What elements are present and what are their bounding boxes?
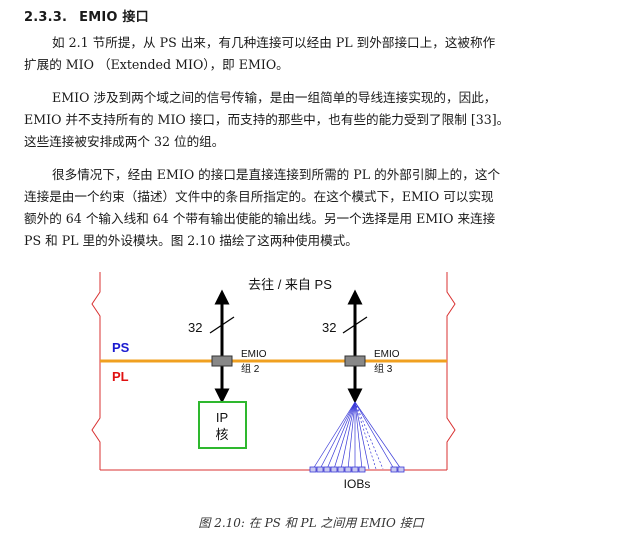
iobs-label: IOBs [344, 477, 371, 491]
emio-group-3-bus [342, 289, 368, 404]
paragraph-line: 扩展的 MIO （Extended MIO），即 EMIO。 [24, 57, 289, 72]
paragraph-2: EMIO 涉及到两个域之间的信号传输，是由一组简单的导线连接实现的，因此， EM… [24, 87, 602, 153]
paragraph-line: EMIO 并不支持所有的 MIO 接口，而支持的那些中，也有些的能力受到了限制 … [24, 112, 510, 127]
bus-width-left: 32 [188, 320, 202, 335]
emio-label-right: EMIO [374, 349, 400, 360]
ip-core-box [198, 401, 247, 449]
paragraph-line: 如 2.1 节所提，从 PS 出来，有几种连接可以经由 PL 到外部接口上，这被… [52, 35, 496, 50]
paragraph-line: 这些连接被安排成两个 32 位的组。 [24, 134, 225, 149]
bus-width-right: 32 [322, 320, 336, 335]
paragraph-3: 很多情况下，经由 EMIO 的接口是直接连接到所需的 PL 的外部引脚上的，这个… [24, 164, 602, 252]
figure-caption: 图 2.10: 在 PS 和 PL 之间用 EMIO 接口 [198, 516, 424, 530]
iob-fanout [312, 401, 402, 470]
section-heading: 2.3.3. EMIO 接口 [24, 6, 161, 25]
emio-group-2-bus [209, 289, 235, 404]
pl-label: PL [112, 369, 129, 384]
ip-core-label: IP [216, 410, 228, 425]
top-label: 去往 / 来自 PS [248, 277, 332, 292]
paragraph-line: 连接是由一个约束（描述）文件中的条目所指定的。在这个模式下，EMIO 可以实现 [24, 189, 494, 204]
section-title: EMIO 接口 [79, 10, 149, 25]
ip-core-label-2: 核 [215, 427, 228, 442]
group-3-label: 组 3 [374, 362, 393, 375]
diagram-frame [91, 272, 456, 471]
paragraph-line: EMIO 涉及到两个域之间的信号传输，是由一组简单的导线连接实现的，因此， [52, 90, 497, 105]
paragraph-line: 很多情况下，经由 EMIO 的接口是直接连接到所需的 PL 的外部引脚上的，这个 [52, 167, 501, 182]
paragraph-1: 如 2.1 节所提，从 PS 出来，有几种连接可以经由 PL 到外部接口上，这被… [24, 32, 602, 76]
paragraph-line: 额外的 64 个输入线和 64 个带有输出使能的输出线。另一个选择是用 EMIO… [24, 211, 496, 226]
paragraph-line: PS 和 PL 里的外设模块。图 2.10 描绘了这两种使用模式。 [24, 233, 358, 248]
section-number: 2.3.3. [24, 10, 68, 25]
emio-figure: 去往 / 来自 PS PS PL 32 EMIO 组 2 IP 核 32 EMI… [91, 272, 456, 491]
iob-pads [309, 466, 405, 473]
ps-label: PS [112, 340, 130, 355]
group-2-label: 组 2 [241, 362, 260, 375]
emio-label-left: EMIO [241, 349, 267, 360]
